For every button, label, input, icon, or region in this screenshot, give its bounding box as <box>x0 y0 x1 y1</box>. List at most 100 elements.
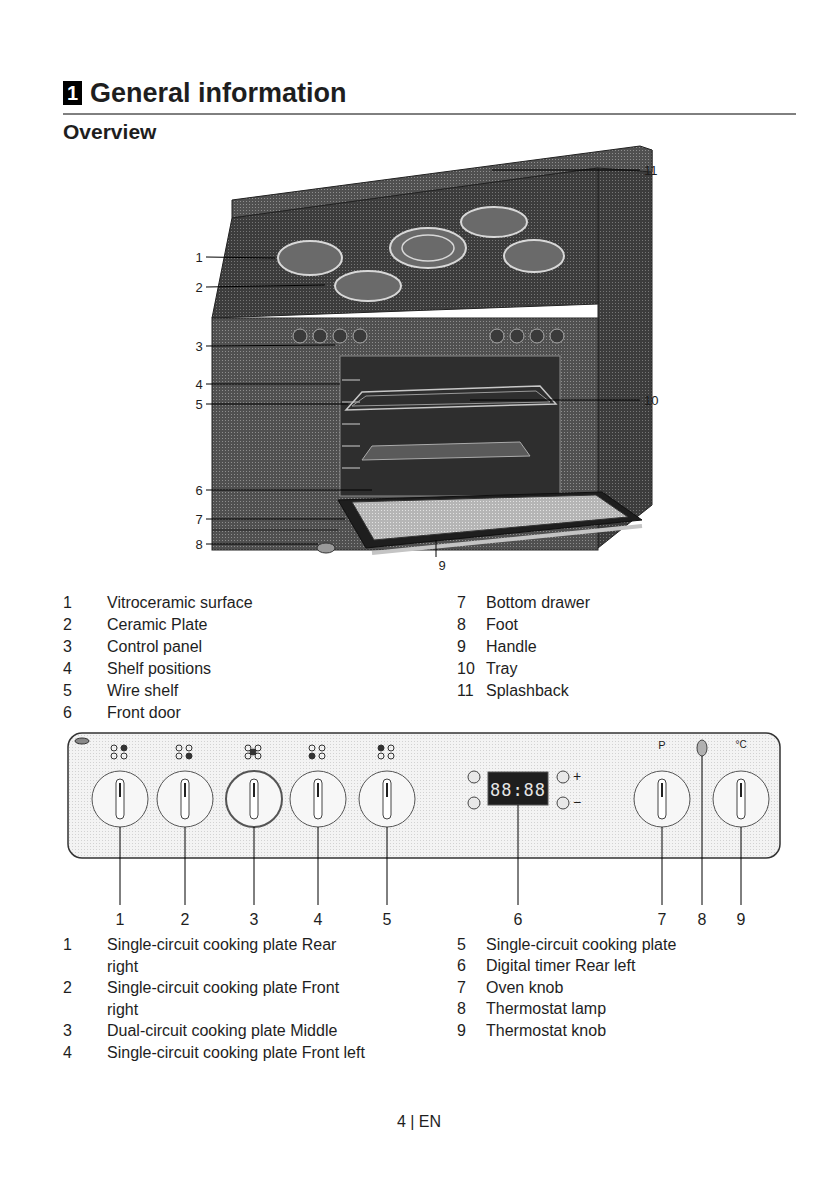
knob <box>226 771 282 827</box>
knob <box>634 771 690 827</box>
callout-number: 8 <box>195 537 202 552</box>
callout-number: 4 <box>63 658 72 680</box>
leader-line <box>702 756 703 905</box>
part-name: Digital timer Rear left <box>486 955 635 977</box>
hob-icon <box>378 753 384 759</box>
leader-line <box>741 827 742 905</box>
leader-line <box>120 827 121 905</box>
part-name: Ceramic Plate <box>107 614 207 636</box>
callout-number: 7 <box>195 512 202 527</box>
knob-grip <box>181 779 189 819</box>
knob-grip <box>250 779 258 819</box>
panel-marking: 88:88 <box>490 779 546 801</box>
callout-number: 1 <box>116 909 125 931</box>
panel-marking: − <box>573 794 581 810</box>
part-name: Single-circuit cooking plate Front right <box>107 977 357 1020</box>
control-panel-drawing <box>68 733 780 905</box>
knob <box>353 329 367 343</box>
panel-leader-lines <box>120 756 741 905</box>
section-subheading: Overview <box>63 121 156 143</box>
cooker-illustration <box>212 146 652 553</box>
shelf-rails <box>342 380 360 468</box>
side-panel <box>598 150 652 548</box>
part-name: Dual-circuit cooking plate Middle <box>107 1020 337 1042</box>
door-handle <box>372 526 642 553</box>
callout-number: 2 <box>63 614 72 636</box>
cooking-zone <box>504 240 564 272</box>
timer-display <box>488 772 548 805</box>
callout-number: 5 <box>63 680 72 702</box>
part-name: Foot <box>486 614 518 636</box>
leader-line <box>318 827 319 905</box>
hob-icon <box>111 745 117 751</box>
callout-number: 4 <box>314 909 323 931</box>
callout-number: 5 <box>457 934 466 956</box>
callout-number: 9 <box>457 1020 466 1042</box>
leader-line <box>206 544 318 545</box>
callout-number: 3 <box>250 909 259 931</box>
leader-line <box>206 257 275 258</box>
part-name: Shelf positions <box>107 658 211 680</box>
callout-number: 6 <box>457 955 466 977</box>
knob-marks <box>119 783 742 797</box>
callout-number: 10 <box>644 393 658 408</box>
knob-mark <box>386 783 388 797</box>
leader-line <box>206 384 340 385</box>
knob-mark <box>661 783 663 797</box>
part-name: Single-circuit cooking plate Front left <box>107 1042 365 1064</box>
knob-grip <box>658 779 666 819</box>
callout-number: 5 <box>383 909 392 931</box>
panel-marking: + <box>573 768 581 784</box>
callout-number: 6 <box>63 702 72 724</box>
oven-cavity <box>340 356 560 496</box>
leader-line <box>470 400 640 401</box>
leader-line <box>206 404 348 405</box>
cooking-zone <box>390 228 466 268</box>
knob <box>313 329 327 343</box>
hob-icon <box>111 753 117 759</box>
cooking-zone-ring <box>402 235 454 261</box>
wire-shelf-shape <box>346 386 556 410</box>
timer-button <box>557 797 569 809</box>
callout-number: 4 <box>195 377 202 392</box>
hob-icon <box>121 753 127 759</box>
callout-number: 3 <box>63 636 72 658</box>
hob-icon <box>186 745 192 751</box>
hob-icons <box>111 745 394 759</box>
callout-number: 9 <box>457 636 466 658</box>
leader-lines <box>206 170 640 557</box>
knob <box>510 329 524 343</box>
front-knobs <box>293 329 564 343</box>
knob-mark <box>119 783 121 797</box>
callout-number: 8 <box>457 614 466 636</box>
callout-number: 9 <box>737 909 746 931</box>
knob-grip <box>314 779 322 819</box>
knob <box>92 771 148 827</box>
hob-icon <box>378 745 384 751</box>
leader-line <box>387 827 388 905</box>
tray-shape <box>362 442 530 460</box>
knob <box>359 771 415 827</box>
hob-icon <box>176 745 182 751</box>
part-name: Thermostat knob <box>486 1020 606 1042</box>
leader-line <box>662 827 663 905</box>
hob-icon <box>309 745 315 751</box>
hob-icon <box>245 753 251 759</box>
callout-number: 8 <box>698 909 707 931</box>
knob-grip <box>383 779 391 819</box>
part-name: Front door <box>107 702 181 724</box>
rail <box>342 467 360 469</box>
thermostat-lamp-shape <box>697 740 707 756</box>
foot-shape <box>317 543 335 553</box>
leader-line <box>206 490 372 491</box>
callout-number: 3 <box>195 339 202 354</box>
rail <box>342 379 360 381</box>
callout-number: 9 <box>438 558 445 573</box>
page-footer: 4 | EN <box>397 1111 441 1133</box>
hob-icon <box>176 753 182 759</box>
knob <box>157 771 213 827</box>
callout-number: 7 <box>658 909 667 931</box>
hob-knobs <box>92 771 769 827</box>
section-title: General information <box>90 77 347 109</box>
